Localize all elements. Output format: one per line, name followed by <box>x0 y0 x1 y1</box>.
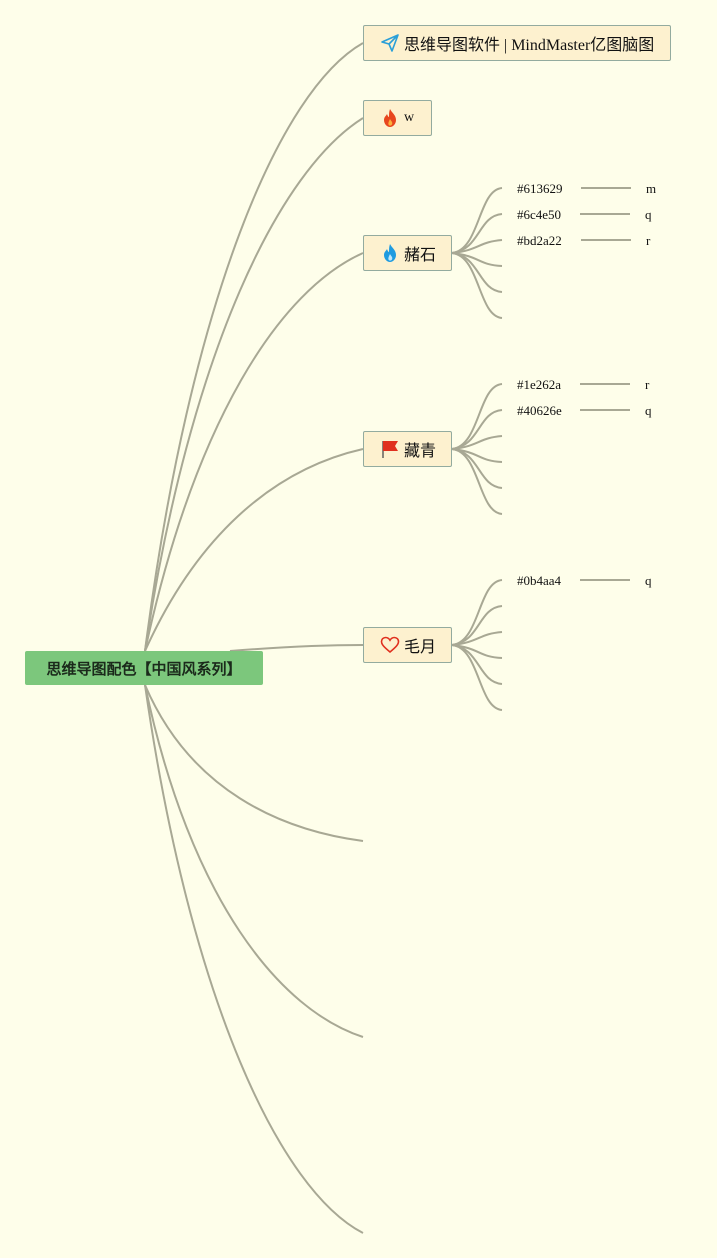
note-leaf[interactable]: r <box>645 377 650 392</box>
flag-icon <box>380 439 400 459</box>
flame-icon <box>380 108 400 128</box>
connector-root-branch4 <box>144 448 364 652</box>
root-topic[interactable]: 思维导图配色【中国风系列】 <box>25 651 263 685</box>
color-code-leaf[interactable]: #0b4aa4 <box>517 573 562 588</box>
branch-mindmaster[interactable]: 思维导图软件 | MindMaster亿图脑图 <box>363 25 671 61</box>
color-code-leaf[interactable]: #40626e <box>517 403 562 418</box>
color-code-leaf[interactable]: #613629 <box>517 181 563 196</box>
branch-maoyue[interactable]: 毛月 <box>363 627 452 663</box>
connector-root-branch1 <box>144 42 364 652</box>
branch-zheshi[interactable]: 赭石 <box>363 235 452 271</box>
color-code-leaf[interactable]: #1e262a <box>517 377 562 392</box>
connector-root-empty2 <box>144 684 364 1038</box>
branch-label: 藏青 <box>404 443 437 460</box>
note-leaf[interactable]: q <box>645 403 652 418</box>
branch-label: w <box>404 110 415 125</box>
connector-root-branch3 <box>144 252 364 652</box>
branch-w[interactable]: w <box>363 100 432 136</box>
note-leaf[interactable]: q <box>645 207 652 222</box>
note-leaf[interactable]: m <box>646 181 657 196</box>
connector-root-empty3 <box>144 684 364 1234</box>
note-leaf[interactable]: r <box>646 233 651 248</box>
color-code-leaf[interactable]: #6c4e50 <box>517 207 562 222</box>
branch-zangqing[interactable]: 藏青 <box>363 431 452 467</box>
connector-root-branch2 <box>144 117 364 652</box>
blue-flame-icon <box>380 243 400 263</box>
connector-root-empty1 <box>144 684 364 842</box>
connector-root-branch5 <box>229 644 364 652</box>
branch-label: 毛月 <box>404 639 437 656</box>
color-code-leaf[interactable]: #bd2a22 <box>517 233 562 248</box>
paper-plane-icon <box>380 33 400 53</box>
branch-label: 赭石 <box>404 247 437 264</box>
heart-icon <box>380 635 400 655</box>
branch-label: 思维导图软件 | MindMaster亿图脑图 <box>404 37 655 54</box>
note-leaf[interactable]: q <box>645 573 652 588</box>
root-topic-label: 思维导图配色【中国风系列】 <box>46 659 242 678</box>
